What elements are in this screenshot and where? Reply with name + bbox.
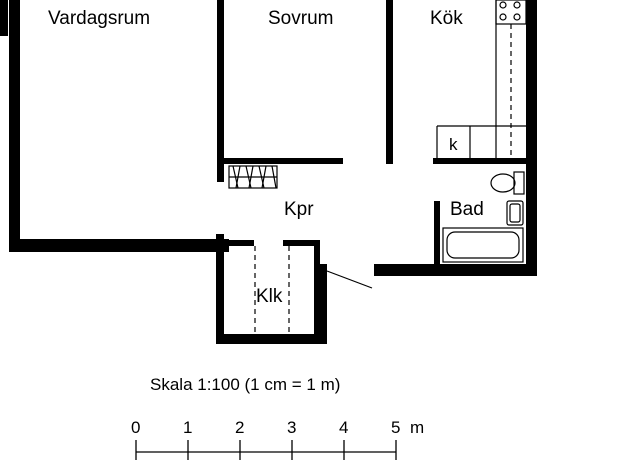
toilet-tank (513, 171, 525, 195)
room-label-bad: Bad (450, 199, 484, 220)
wall-right (526, 0, 537, 276)
scale-tick-label: 4 (339, 418, 348, 437)
wall-bath-left (434, 201, 440, 276)
kitchen-counter (436, 0, 527, 158)
wall-kitchen-bottom (433, 158, 533, 164)
scale-title: Skala 1:100 (1 cm = 1 m) (150, 375, 340, 394)
scale-tick-label: 0 (131, 418, 140, 437)
room-label-kok: Kök (430, 8, 463, 29)
wall-left (9, 0, 20, 252)
entry-door-leaf (326, 270, 373, 289)
wall-closet-right-thick (318, 264, 327, 344)
wall-closet-right (314, 240, 320, 344)
stove (495, 0, 527, 25)
room-label-sovrum: Sovrum (268, 8, 333, 29)
scale-tick-label: 5 (391, 418, 400, 437)
wall-closet-top-right (283, 240, 320, 246)
scale-tick-label: 3 (287, 418, 296, 437)
scale-bar (135, 440, 397, 460)
scale-tick-label: 1 (183, 418, 192, 437)
scale-tick-label: 2 (235, 418, 244, 437)
bath-fixtures (442, 171, 525, 263)
wall-bedroom-bottom (217, 158, 343, 164)
wall-closet-left (216, 234, 224, 344)
wall-bedroom-kitchen (386, 0, 393, 164)
stove-burner (513, 1, 521, 9)
stove-burner (499, 13, 507, 21)
scale-unit-label: m (410, 418, 424, 437)
room-label-vardagsrum: Vardagsrum (48, 8, 150, 29)
wall-bottom-right (374, 264, 537, 276)
stove-burner (499, 1, 507, 9)
room-label-kpr: Kpr (284, 199, 314, 220)
wardrobe-rack (228, 165, 278, 189)
fridge-label-k: k (449, 135, 458, 154)
wall-top-left-stub (0, 0, 8, 36)
toilet-bowl (490, 173, 516, 193)
bathtub (442, 227, 524, 263)
wall-living-bottom (9, 239, 229, 252)
wall-living-bedroom (217, 0, 224, 182)
wall-closet-top-left (216, 240, 254, 246)
sink (506, 200, 524, 226)
stove-burner (513, 13, 521, 21)
room-label-klk: Klk (256, 286, 283, 307)
wall-closet-bottom (216, 334, 327, 344)
walls (0, 0, 537, 344)
